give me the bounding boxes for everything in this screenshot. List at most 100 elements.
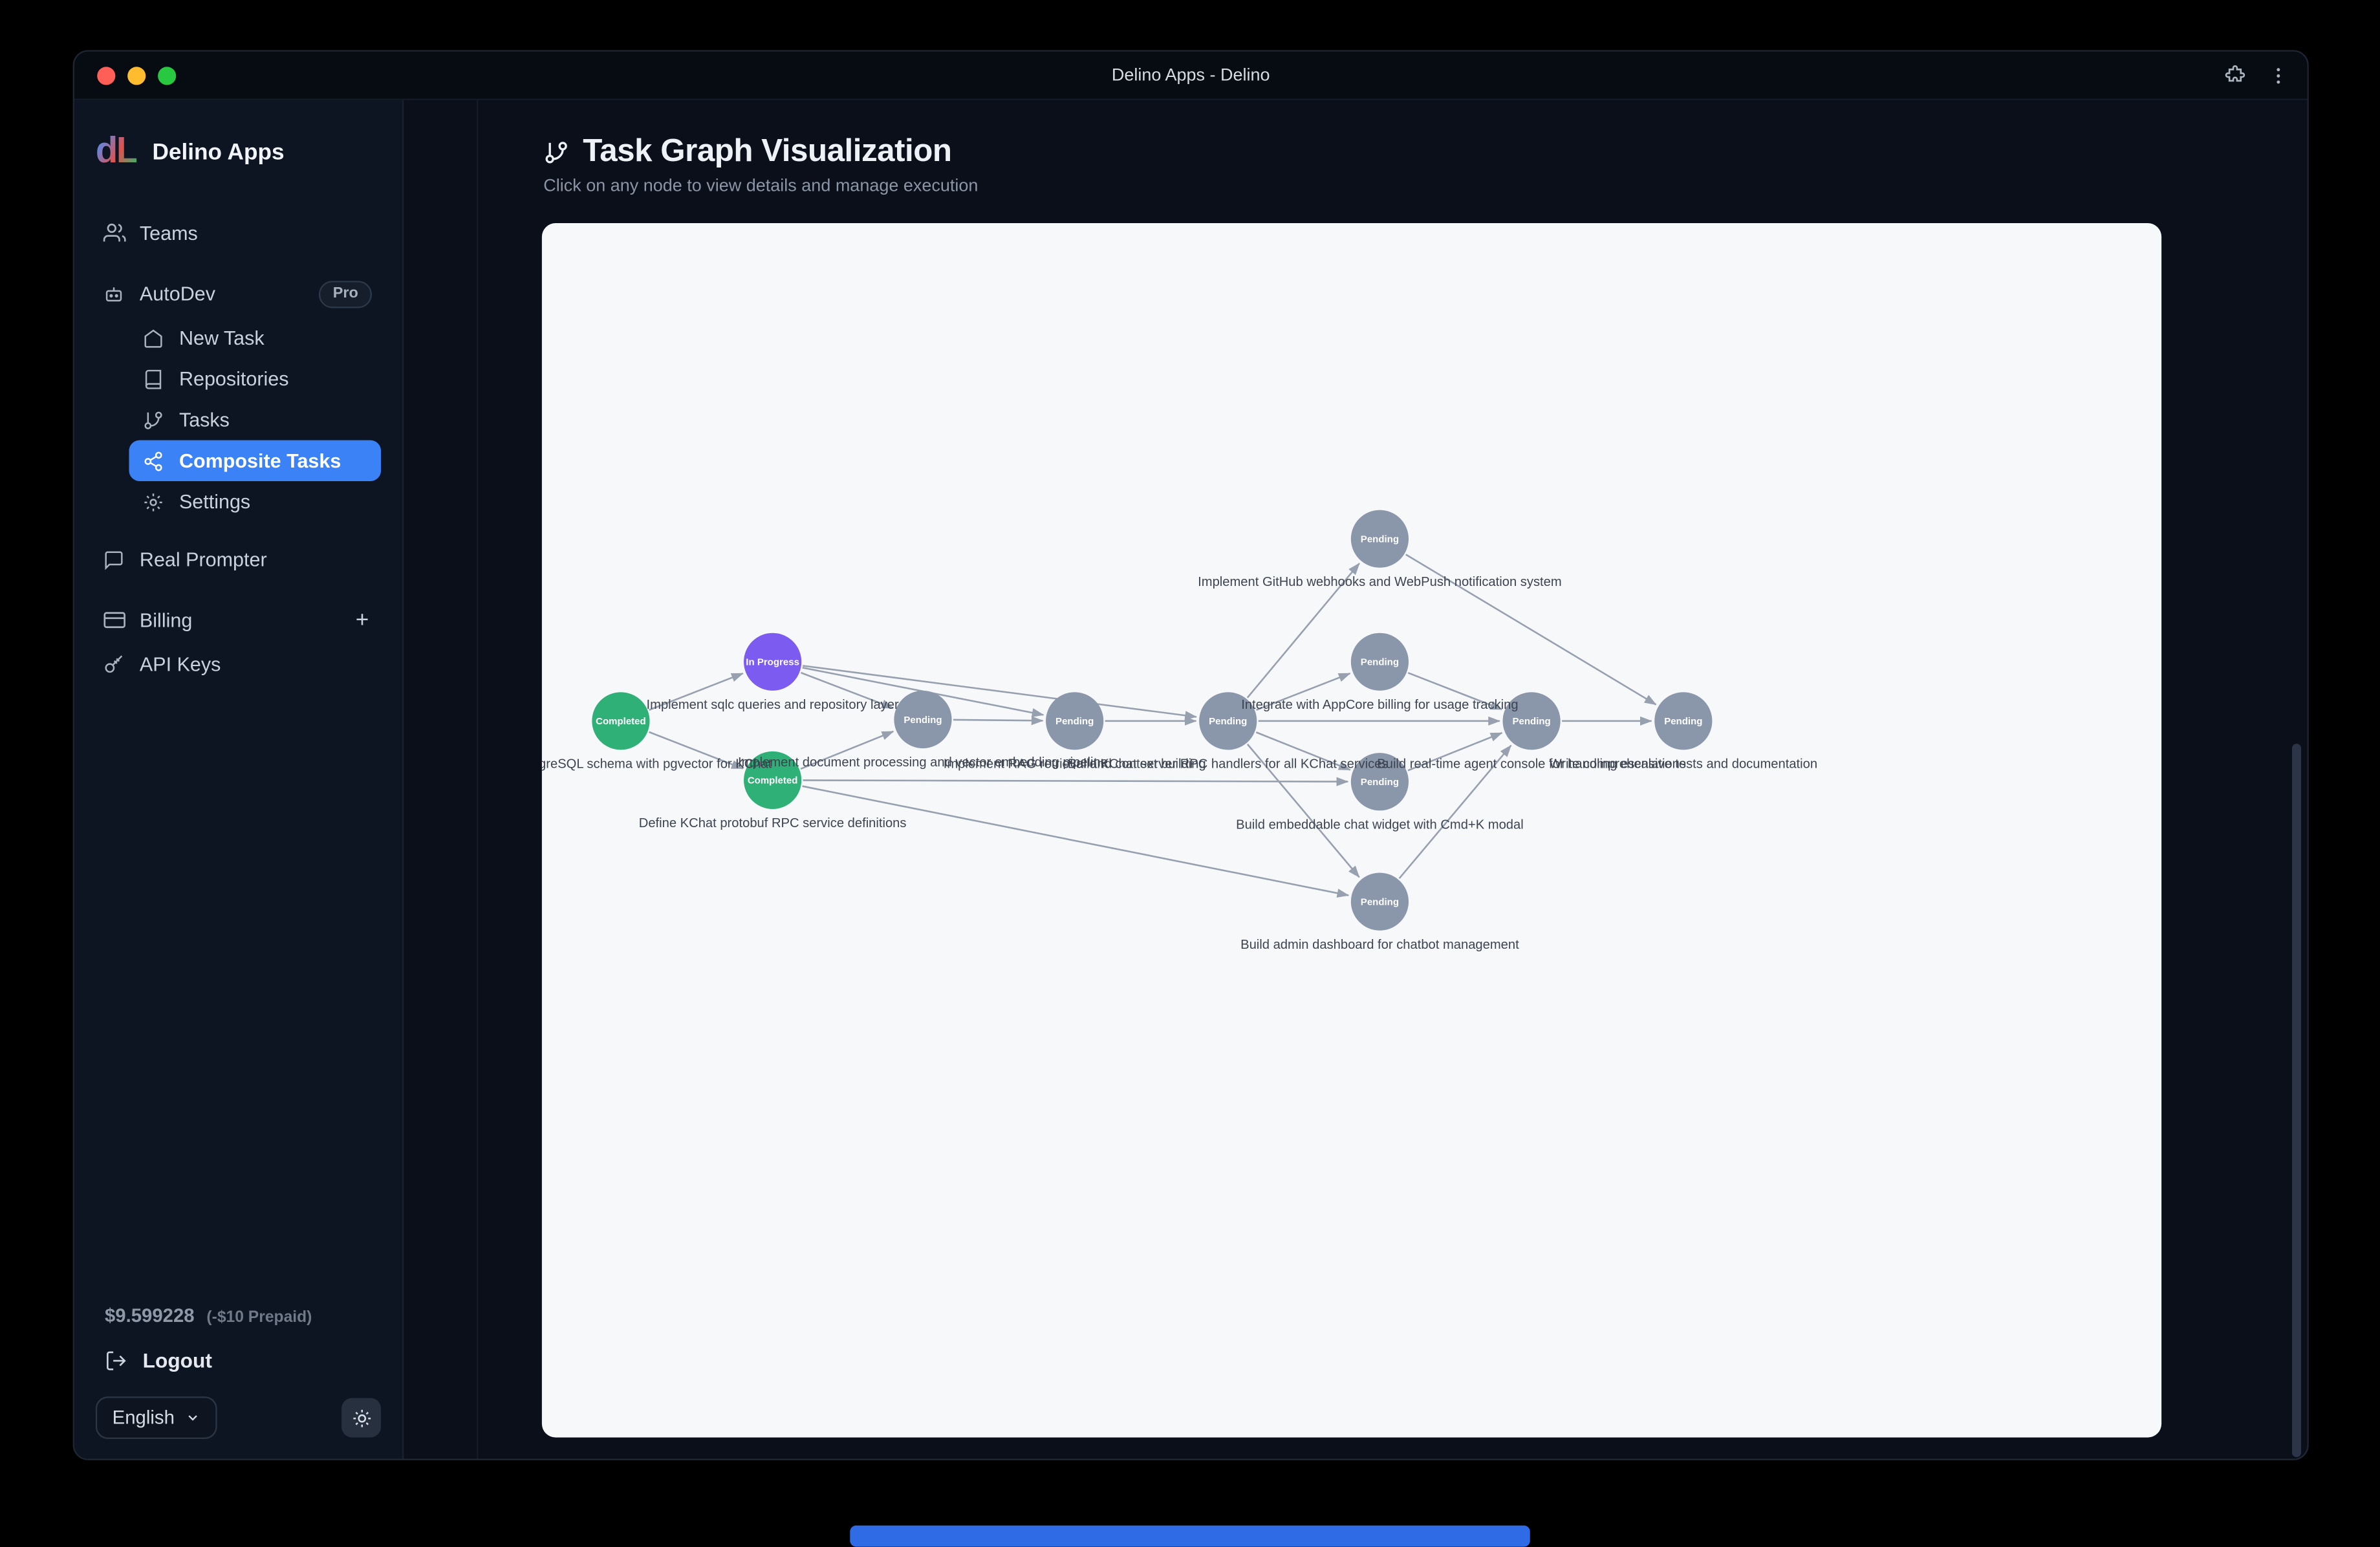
minimize-button[interactable] bbox=[127, 67, 146, 85]
account-balance: $9.599228 bbox=[104, 1305, 195, 1327]
graph-edge bbox=[1407, 731, 1503, 772]
node-task-label: Build KChat server RPC handlers for all … bbox=[1068, 757, 1389, 772]
sidebar-item-real-prompter[interactable]: Real Prompter bbox=[96, 539, 381, 579]
node-status-label: Pending bbox=[1361, 657, 1399, 668]
theme-toggle-button[interactable] bbox=[341, 1398, 382, 1438]
users-icon bbox=[102, 222, 126, 244]
language-row: English bbox=[95, 1396, 382, 1439]
page-header: Task Graph Visualization Click on any no… bbox=[543, 134, 978, 196]
sidebar-item-tasks[interactable]: Tasks bbox=[129, 399, 381, 440]
pro-badge: Pro bbox=[319, 280, 373, 308]
graph-edge bbox=[800, 730, 894, 770]
sidebar: dL Delino Apps Teams bbox=[74, 100, 404, 1459]
node-task-label: Implement RAG retrieval and context buil… bbox=[944, 757, 1206, 772]
sidebar-item-label: Settings bbox=[178, 490, 251, 514]
graph-edge bbox=[649, 731, 744, 770]
node-status-label: Completed bbox=[748, 775, 798, 786]
graph-node-agent[interactable]: Pending bbox=[1502, 692, 1561, 750]
sidebar-item-label: Repositories bbox=[178, 367, 289, 391]
traffic-lights bbox=[97, 67, 177, 85]
sidebar-item-label: Composite Tasks bbox=[178, 449, 341, 472]
graph-node-proto[interactable]: Completed bbox=[744, 751, 802, 809]
graph-node-rag[interactable]: Pending bbox=[1046, 692, 1104, 750]
page-title: Task Graph Visualization bbox=[583, 133, 952, 169]
node-status-label: Pending bbox=[903, 715, 942, 726]
node-status-label: Pending bbox=[1055, 716, 1094, 727]
graph-edge bbox=[802, 785, 1350, 898]
node-task-label: Implement document processing and vector… bbox=[738, 755, 1108, 770]
sidebar-item-new-task[interactable]: New Task bbox=[129, 318, 381, 358]
prompt-icon bbox=[102, 548, 126, 570]
gear-icon bbox=[141, 491, 166, 512]
language-label: English bbox=[112, 1407, 175, 1429]
graph-node-server[interactable]: Pending bbox=[1199, 692, 1257, 750]
extensions-icon[interactable] bbox=[2223, 64, 2246, 87]
node-status-label: Pending bbox=[1513, 716, 1551, 727]
graph-node-tests[interactable]: Pending bbox=[1654, 692, 1713, 750]
language-selector[interactable]: English bbox=[95, 1396, 217, 1439]
graph-branch-icon bbox=[545, 141, 567, 163]
graph-edge bbox=[800, 671, 894, 709]
bot-icon bbox=[102, 283, 126, 305]
prepaid-note: (-$10 Prepaid) bbox=[206, 1308, 312, 1327]
graph-edge bbox=[1405, 554, 1657, 706]
brand: dL Delino Apps bbox=[95, 130, 381, 172]
graph-node-sqlc[interactable]: In Progress bbox=[744, 633, 802, 691]
node-task-label: Implement GitHub webhooks and WebPush no… bbox=[1198, 575, 1561, 589]
graph-edge bbox=[1407, 672, 1503, 711]
node-task-label: Write comprehensive tests and documentat… bbox=[1550, 757, 1818, 772]
sidebar-item-label: Tasks bbox=[178, 408, 230, 431]
node-task-label: Integrate with AppCore billing for usage… bbox=[1241, 698, 1518, 712]
branch-icon bbox=[141, 409, 166, 431]
sidebar-item-repositories[interactable]: Repositories bbox=[129, 358, 381, 399]
sidebar-item-autodev[interactable]: AutoDev Pro bbox=[96, 273, 381, 314]
close-button[interactable] bbox=[97, 67, 116, 85]
scrollbar-thumb[interactable] bbox=[2291, 744, 2302, 1458]
node-status-label: Pending bbox=[1209, 716, 1247, 727]
graph-edge bbox=[1246, 563, 1360, 698]
sidebar-item-composite-tasks[interactable]: Composite Tasks bbox=[129, 440, 382, 481]
graph-edge bbox=[1255, 672, 1351, 711]
sidebar-item-label: Billing bbox=[139, 609, 193, 632]
graph-node-schema[interactable]: Completed bbox=[592, 692, 650, 750]
window-title: Delino Apps - Delino bbox=[1111, 66, 1270, 85]
key-icon bbox=[102, 653, 126, 675]
graph-edge bbox=[1398, 744, 1512, 880]
sidebar-item-settings[interactable]: Settings bbox=[129, 481, 381, 522]
balance-row: $9.599228 (-$10 Prepaid) bbox=[96, 1305, 381, 1326]
sidebar-item-label: Teams bbox=[139, 221, 198, 244]
graph-node-webhooks[interactable]: Pending bbox=[1350, 510, 1409, 568]
dock-accent-bar bbox=[850, 1525, 1530, 1547]
maximize-button[interactable] bbox=[158, 67, 177, 85]
sidebar-item-api-keys[interactable]: API Keys bbox=[96, 644, 381, 684]
graph-edge bbox=[803, 777, 1349, 786]
graph-node-docproc[interactable]: Pending bbox=[894, 690, 952, 749]
node-status-label: Pending bbox=[1664, 716, 1702, 727]
node-task-label: Build real-time agent console for handli… bbox=[1377, 757, 1686, 772]
app-logo: dL bbox=[95, 130, 139, 172]
kebab-menu-icon[interactable] bbox=[2267, 65, 2289, 86]
node-status-label: Pending bbox=[1361, 897, 1399, 908]
node-task-label: Build embeddable chat widget with Cmd+K … bbox=[1236, 817, 1524, 832]
sidebar-item-label: Real Prompter bbox=[139, 548, 267, 571]
logout-label: Logout bbox=[142, 1349, 212, 1372]
graph-node-admin[interactable]: Pending bbox=[1350, 872, 1409, 931]
graph-edge bbox=[803, 665, 1198, 720]
titlebar-actions bbox=[2223, 52, 2289, 99]
graph-node-widget[interactable]: Pending bbox=[1350, 753, 1409, 811]
graph-edge bbox=[1255, 731, 1351, 771]
autodev-subnav: New Task Repositories Task bbox=[129, 318, 382, 523]
node-status-label: Pending bbox=[1361, 534, 1399, 545]
sidebar-item-teams[interactable]: Teams bbox=[96, 213, 381, 254]
repo-icon bbox=[141, 368, 166, 389]
node-status-label: In Progress bbox=[746, 657, 799, 668]
sidebar-item-billing[interactable]: Billing + bbox=[96, 600, 381, 640]
graph-node-billing[interactable]: Pending bbox=[1350, 633, 1409, 691]
logout-button[interactable]: Logout bbox=[96, 1349, 381, 1372]
titlebar: Delino Apps - Delino bbox=[74, 51, 2308, 100]
credit-card-icon bbox=[102, 609, 126, 631]
add-billing-button[interactable]: + bbox=[355, 607, 369, 633]
sidebar-item-label: AutoDev bbox=[139, 282, 215, 305]
